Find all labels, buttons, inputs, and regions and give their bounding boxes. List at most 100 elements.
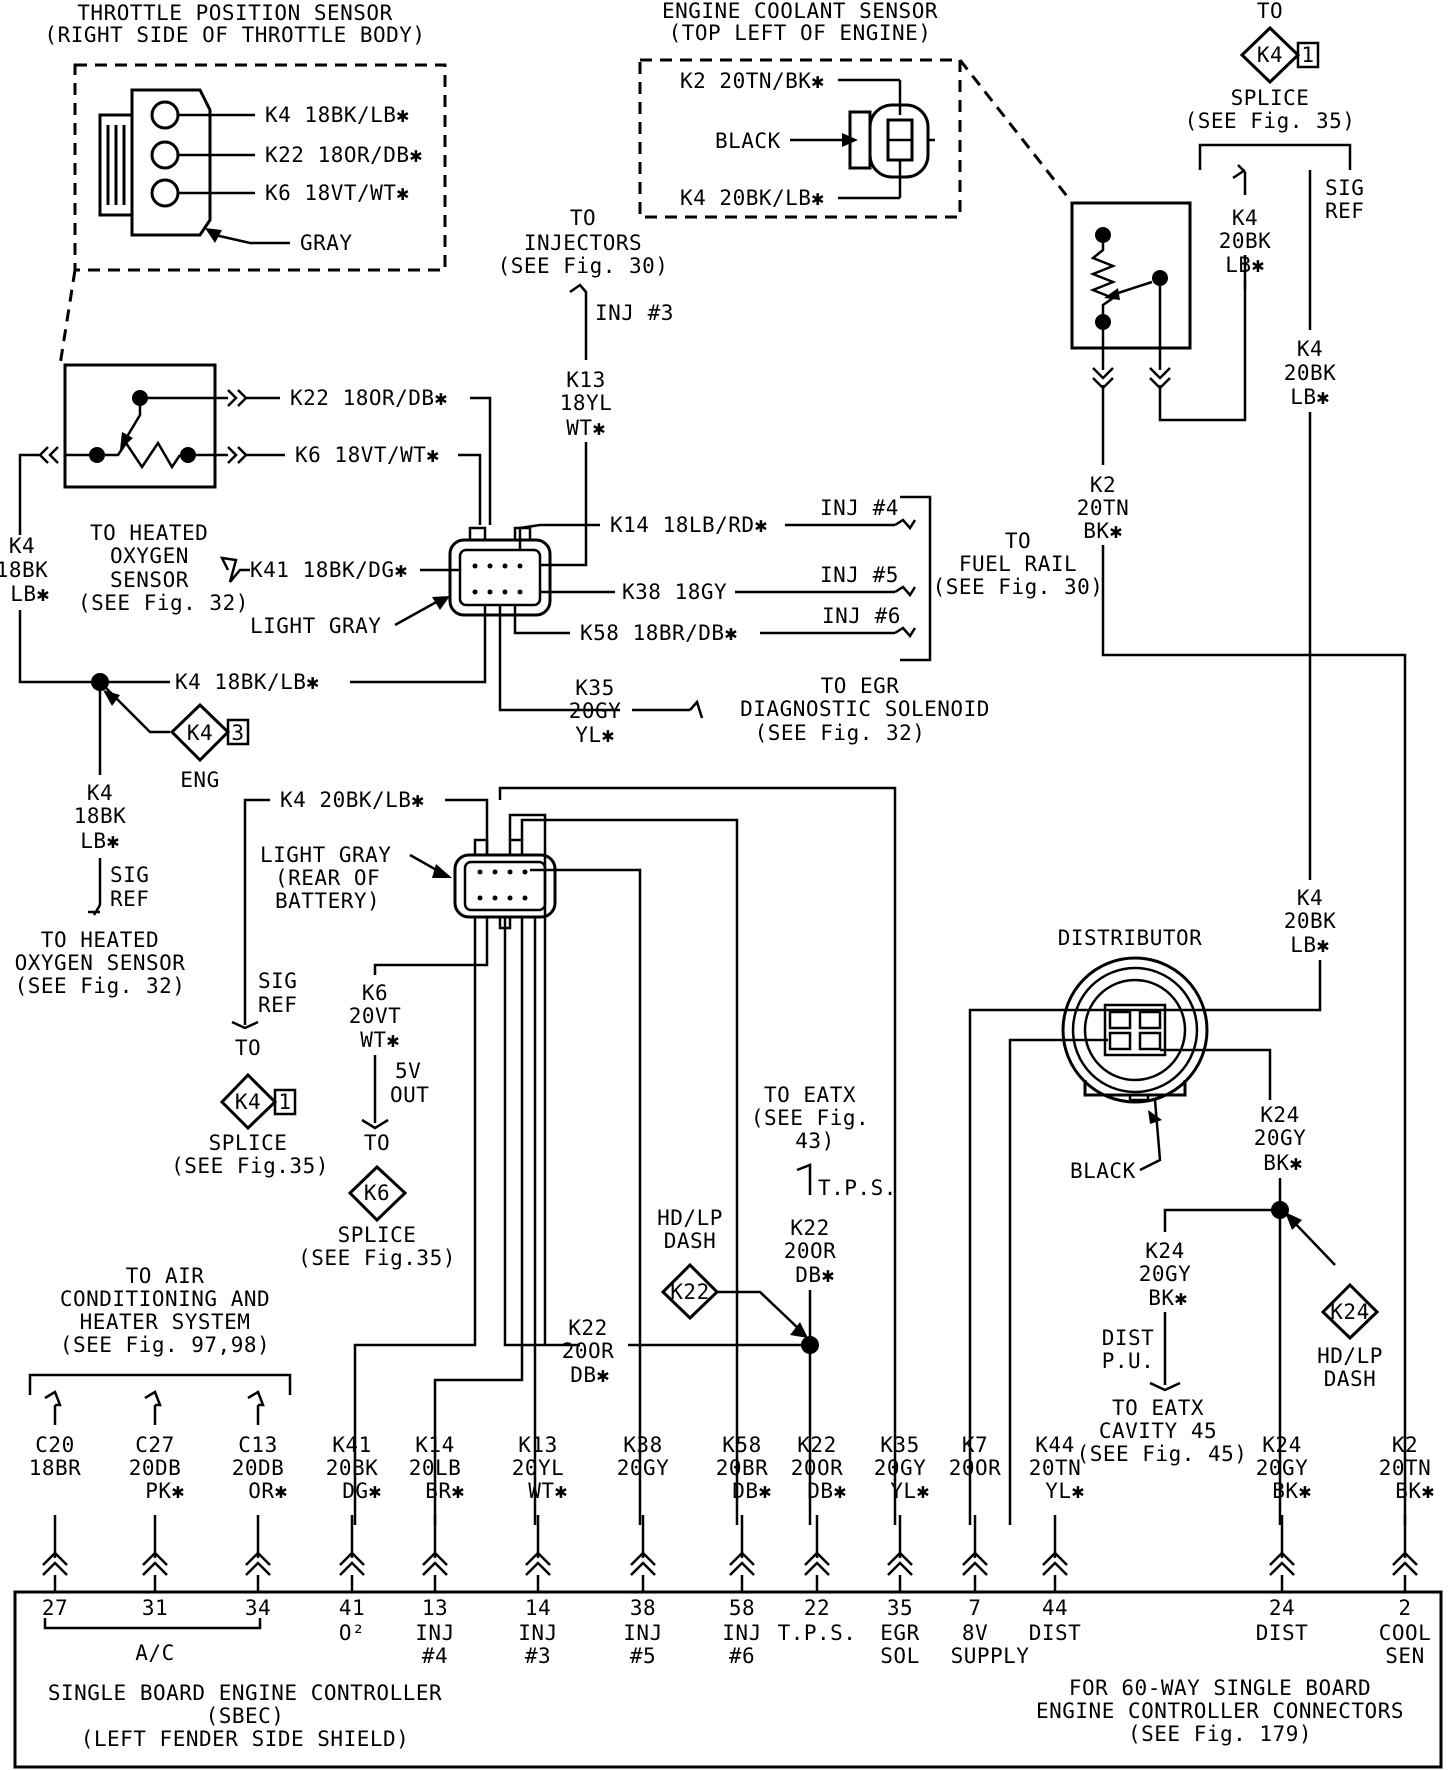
dist-eatx-3: (SEE Fig. 45): [1077, 1442, 1248, 1466]
sbec-ref-line2: ENGINE CONTROLLER CONNECTORS: [1036, 1699, 1404, 1723]
ref-top: REF: [1325, 199, 1364, 223]
connector-light-gray-1: K14 18LB/RD✱ INJ #4 K41 18BK/DG✱ TO HEAT…: [78, 495, 1103, 747]
eng-k4-c: LB✱: [80, 829, 119, 853]
terminal-function-label: #5: [630, 1644, 656, 1668]
stub-mark: [144, 1390, 162, 1407]
eng-to-line1: TO HEATED: [41, 928, 159, 952]
terminal-pin-number: 38: [630, 1596, 656, 1620]
inj-name: INJECTORS: [524, 231, 642, 255]
eatx-k22-c: DB✱: [795, 1263, 834, 1287]
tps-k4-a: K4: [9, 534, 35, 558]
dist-pu-2: P.U.: [1102, 1349, 1155, 1373]
terminal-connector-mark: [962, 1551, 988, 1576]
k41-wire: K41 18BK/DG✱: [250, 558, 408, 582]
splice-top-to: TO: [1257, 0, 1283, 23]
sbec-terminals: C2018BR27C2720DBPK✱31C1320DBOR✱34K4120BK…: [29, 1390, 1435, 1668]
k6-20vt-b: 20VT: [349, 1004, 402, 1028]
conn2-ref: REF: [258, 993, 297, 1017]
terminal-wire-label: BK✱: [1272, 1479, 1311, 1503]
terminal-wire-label: 20TN: [1029, 1456, 1082, 1480]
inj3-label: INJ #3: [595, 301, 674, 325]
terminal-pin-number: 27: [42, 1596, 68, 1620]
terminal-function-label: INJ: [722, 1621, 761, 1645]
terminal-connector-mark: [729, 1551, 755, 1576]
terminal-wire-label: DB✱: [732, 1479, 771, 1503]
terminal-function-label: COOL: [1379, 1621, 1432, 1645]
terminal-function-label: O²: [339, 1621, 365, 1645]
eng-sig: SIG: [110, 863, 149, 887]
conn2-to: TO: [235, 1036, 261, 1060]
eatx-k22-a: K22: [790, 1216, 829, 1240]
ho2s-line4: (SEE Fig. 32): [78, 591, 249, 615]
splice-top-right: TO K4 1 SPLICE (SEE Fig. 35): [1185, 0, 1355, 170]
connector-light-gray-2: K4 20BK/LB✱ LIGHT GRAY (REAR OF BATTERY)…: [171, 786, 897, 1525]
tps-k4-b: 18BK: [0, 558, 48, 582]
dist-pu-1: DIST: [1102, 1326, 1155, 1350]
eng-ref: REF: [110, 887, 149, 911]
terminal-connector-mark: [525, 1551, 551, 1576]
conn2-line1: LIGHT GRAY: [260, 843, 391, 867]
eatx-see1: (SEE Fig.: [751, 1106, 869, 1130]
tps-pin-k22: K22 18OR/DB✱: [265, 143, 423, 167]
tps-k4-c: LB✱: [10, 582, 49, 606]
distributor-color: BLACK: [1070, 1159, 1136, 1183]
k22-mid-c: DB✱: [570, 1363, 609, 1387]
tps-subtitle: (RIGHT SIDE OF THROTTLE BODY): [44, 23, 425, 47]
wire-k4-top-a: K4: [1232, 206, 1258, 230]
eng-to-line3: (SEE Fig. 32): [15, 974, 186, 998]
ac-line2: CONDITIONING AND: [60, 1287, 270, 1311]
k6-splice-see: (SEE Fig.35): [298, 1246, 456, 1270]
terminal-pin-number: 34: [245, 1596, 271, 1620]
terminal-wire-label: K13: [518, 1433, 557, 1457]
terminal-wire-label: WT✱: [528, 1479, 567, 1503]
eng-splice-num: 3: [231, 721, 244, 745]
terminal-wire-label: 20YL: [512, 1456, 565, 1480]
dist-splice: K24: [1330, 1300, 1369, 1324]
wire-k4-top-c: LB✱: [1225, 253, 1264, 277]
egr-see: (SEE Fig. 32): [755, 721, 926, 745]
tps-pin-k4: K4 18BK/LB✱: [265, 103, 410, 127]
sbec-line1: SINGLE BOARD ENGINE CONTROLLER: [48, 1681, 442, 1705]
inj4-label: INJ #4: [820, 496, 899, 520]
splice-top-num: 1: [1301, 43, 1314, 67]
egr-to: TO EGR: [821, 674, 900, 698]
terminal-wire-label: 20OR: [949, 1456, 1002, 1480]
terminal-connector-mark: [245, 1551, 271, 1576]
terminal-pin-number: 31: [142, 1596, 168, 1620]
conn1-color: LIGHT GRAY: [250, 614, 381, 638]
tps-title: THROTTLE POSITION SENSOR: [77, 1, 392, 25]
terminal-pin-number: 2: [1398, 1596, 1411, 1620]
terminal-wire-label: DG✱: [342, 1479, 381, 1503]
terminal-function-label: T.P.S.: [778, 1621, 857, 1645]
terminal-connector-mark: [804, 1551, 830, 1576]
terminal-wire-label: 18BR: [29, 1456, 82, 1480]
wire-k4-dist-a: K4: [1297, 886, 1323, 910]
dist-k24l-b: 20GY: [1139, 1262, 1192, 1286]
conn2-line3: BATTERY): [275, 889, 380, 913]
terminal-wire-label: 20TN: [1379, 1456, 1432, 1480]
terminal-connector-mark: [630, 1551, 656, 1576]
hdlp-line2: DASH: [664, 1229, 717, 1253]
terminal-wire-label: K14: [415, 1433, 454, 1457]
ect-schematic: K4 20BK LB✱ SIG REF K4 20BK LB✱ K2 20TN …: [968, 164, 1407, 1525]
terminal-function-label: SOL: [880, 1644, 919, 1668]
dist-k24-a: K24: [1260, 1103, 1299, 1127]
k35-a: K35: [575, 676, 614, 700]
eatx-see2: 43): [795, 1129, 834, 1153]
terminal-pin-number: 35: [887, 1596, 913, 1620]
k4-18bk-wire: K4 18BK/LB✱: [175, 670, 320, 694]
k38-wire: K38 18GY: [622, 580, 727, 604]
k13-a: K13: [566, 368, 605, 392]
terminal-wire-label: K24: [1262, 1433, 1301, 1457]
ac-group-label: A/C: [135, 1641, 174, 1665]
k13-b: 18YL: [560, 391, 613, 415]
eatx-k22-b: 20OR: [784, 1239, 837, 1263]
